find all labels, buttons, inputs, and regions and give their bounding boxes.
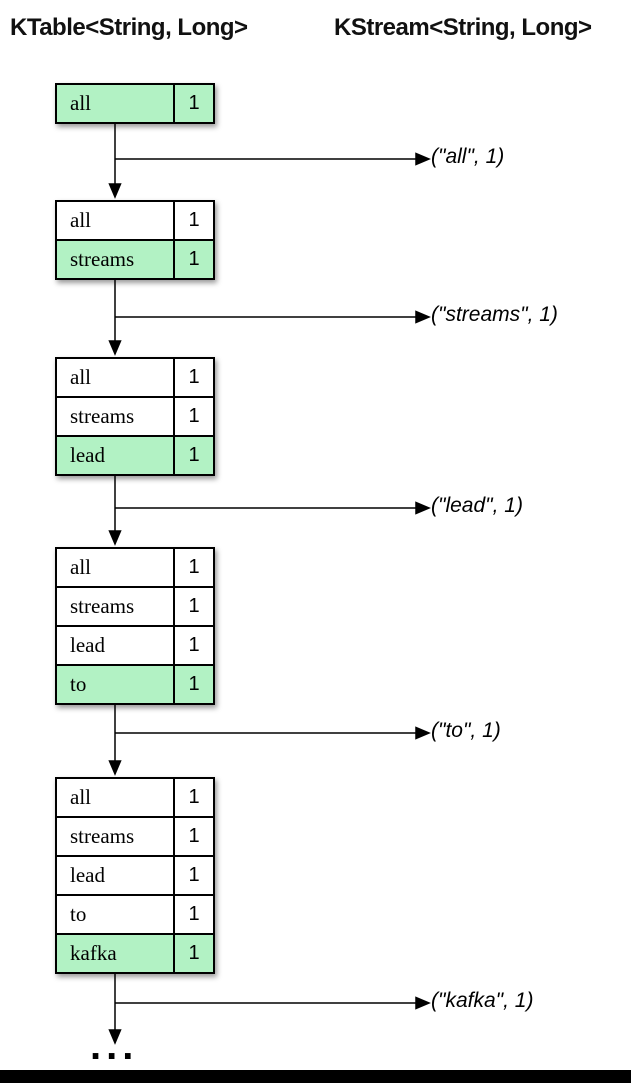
table-row: lead 1 xyxy=(57,435,213,474)
row-key-cell: to xyxy=(57,896,175,933)
table-row: kafka 1 xyxy=(57,933,213,972)
table-row: lead 1 xyxy=(57,625,213,664)
table-row: streams 1 xyxy=(57,239,213,278)
ktable-state-2: all 1 streams 1 xyxy=(55,200,215,280)
row-key-cell: lead xyxy=(57,857,175,894)
branch-arrow-head xyxy=(415,152,431,166)
kstream-heading: KStream<String, Long> xyxy=(334,14,592,41)
row-value-cell: 1 xyxy=(188,864,200,886)
table-row: all 1 xyxy=(57,202,213,239)
table-row: streams 1 xyxy=(57,586,213,625)
row-value-cell: 1 xyxy=(188,942,200,964)
row-value-cell: 1 xyxy=(188,903,200,925)
row-key-cell: all xyxy=(57,549,175,586)
continuation-ellipsis: ... xyxy=(90,1024,139,1068)
row-value-cell: 1 xyxy=(188,634,200,656)
row-key-cell: streams xyxy=(57,398,175,435)
table-row: to 1 xyxy=(57,664,213,703)
table-row: all 1 xyxy=(57,359,213,396)
ktable-state-5: all 1 streams 1 lead 1 to 1 kafka 1 xyxy=(55,777,215,974)
row-key-cell: lead xyxy=(57,437,175,474)
ktable-heading: KTable<String, Long> xyxy=(10,14,248,41)
branch-arrow-head xyxy=(415,996,431,1010)
branch-arrow-head xyxy=(415,501,431,515)
branch-arrow-head xyxy=(415,726,431,740)
bottom-bar xyxy=(0,1070,631,1083)
down-arrow-head xyxy=(108,183,122,199)
table-row: all 1 xyxy=(57,779,213,816)
table-row: all 1 xyxy=(57,549,213,586)
row-value-cell: 1 xyxy=(188,786,200,808)
row-value-cell: 1 xyxy=(188,595,200,617)
table-row: streams 1 xyxy=(57,816,213,855)
down-arrow-head xyxy=(108,760,122,776)
row-value-cell: 1 xyxy=(188,444,200,466)
stream-record-3: ("lead", 1) xyxy=(431,494,523,517)
row-key-cell: kafka xyxy=(57,935,175,972)
stream-record-2: ("streams", 1) xyxy=(431,303,558,326)
row-value-cell: 1 xyxy=(188,825,200,847)
row-key-cell: all xyxy=(57,202,175,239)
row-value-cell: 1 xyxy=(188,673,200,695)
row-key-cell: to xyxy=(57,666,175,703)
row-value-cell: 1 xyxy=(188,92,200,114)
row-key-cell: streams xyxy=(57,818,175,855)
stream-record-4: ("to", 1) xyxy=(431,719,501,742)
stream-record-1: ("all", 1) xyxy=(431,145,505,168)
row-key-cell: lead xyxy=(57,627,175,664)
ktable-state-3: all 1 streams 1 lead 1 xyxy=(55,357,215,476)
table-row: lead 1 xyxy=(57,855,213,894)
down-arrow-head xyxy=(108,340,122,356)
row-key-cell: all xyxy=(57,779,175,816)
ktable-state-1: all 1 xyxy=(55,83,215,124)
ktable-state-4: all 1 streams 1 lead 1 to 1 xyxy=(55,547,215,705)
row-value-cell: 1 xyxy=(188,556,200,578)
row-key-cell: streams xyxy=(57,241,175,278)
row-key-cell: all xyxy=(57,85,175,122)
row-value-cell: 1 xyxy=(188,209,200,231)
table-row: all 1 xyxy=(57,85,213,122)
row-value-cell: 1 xyxy=(188,405,200,427)
row-value-cell: 1 xyxy=(188,248,200,270)
stream-record-5: ("kafka", 1) xyxy=(431,989,534,1012)
row-key-cell: streams xyxy=(57,588,175,625)
table-row: streams 1 xyxy=(57,396,213,435)
row-value-cell: 1 xyxy=(188,366,200,388)
row-key-cell: all xyxy=(57,359,175,396)
table-row: to 1 xyxy=(57,894,213,933)
down-arrow-head xyxy=(108,530,122,546)
branch-arrow-head xyxy=(415,310,431,324)
